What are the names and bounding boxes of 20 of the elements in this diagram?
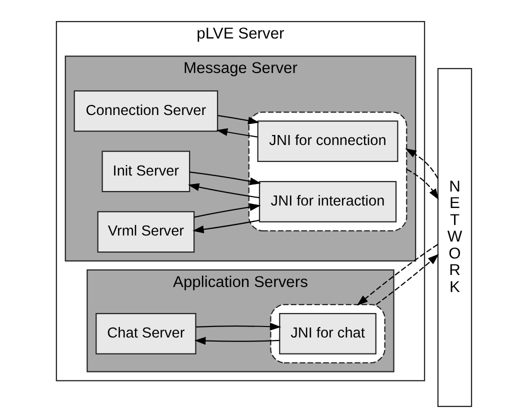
node-box: JNI for connection	[257, 120, 398, 162]
arrow	[405, 148, 438, 179]
arrow	[196, 322, 282, 331]
arrow	[188, 183, 260, 198]
node-box: Chat Server	[96, 313, 196, 354]
node-box: JNI for interaction	[258, 180, 397, 222]
arrow	[218, 115, 260, 124]
arrow	[190, 172, 262, 186]
arrow	[194, 203, 261, 218]
arrow	[406, 168, 439, 200]
node-box: Init Server	[102, 150, 190, 192]
arrow	[356, 244, 438, 306]
node-box: NETWORK	[437, 68, 472, 407]
arrow	[216, 128, 258, 138]
arrow	[376, 254, 439, 306]
arrow	[192, 220, 260, 234]
node-box: JNI for chat	[279, 313, 376, 354]
node-box: Connection Server	[74, 90, 218, 132]
node-box: Vrml Server	[97, 211, 195, 253]
arrow	[194, 336, 280, 345]
